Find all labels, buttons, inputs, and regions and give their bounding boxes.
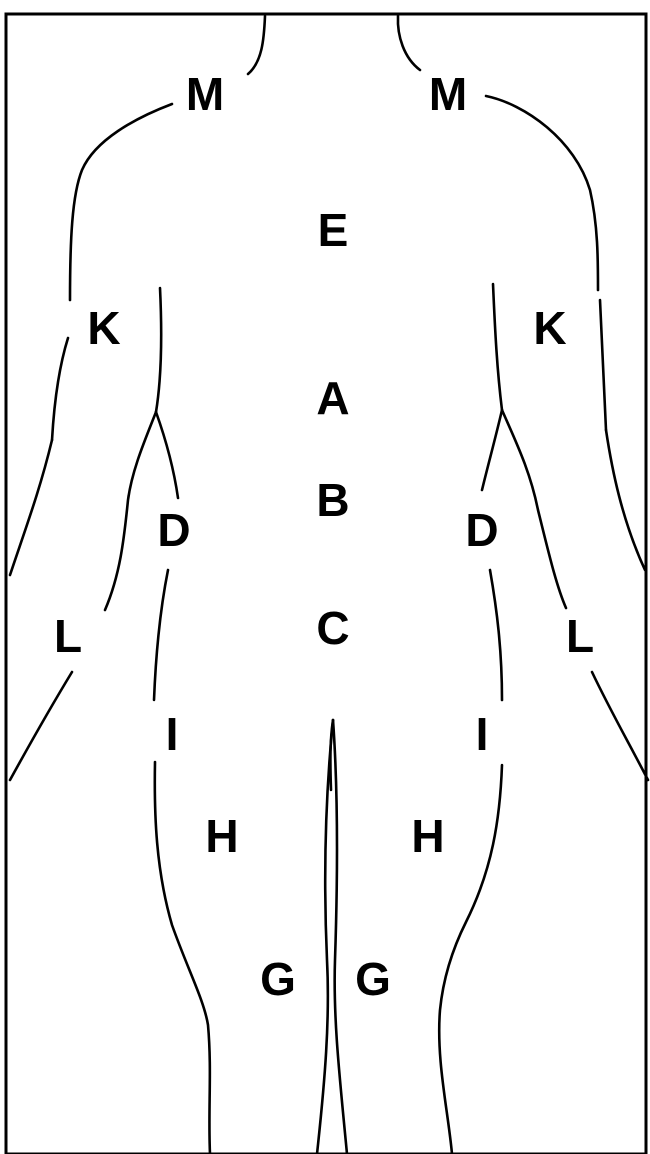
right-hip-line	[490, 570, 502, 700]
label-g-right: G	[355, 953, 391, 1005]
label-d-left: D	[157, 504, 190, 556]
label-m-left: M	[186, 68, 224, 120]
left-hip-line	[154, 570, 168, 700]
label-d-right: D	[465, 504, 498, 556]
label-m-right: M	[429, 68, 467, 120]
label-i-left: I	[166, 708, 179, 760]
left-outer-leg-line	[155, 762, 210, 1154]
diagram-frame	[6, 14, 646, 1154]
crotch-line	[330, 720, 333, 790]
right-forearm-outer	[606, 430, 645, 570]
label-i-right: I	[476, 708, 489, 760]
label-h-right: H	[411, 810, 444, 862]
label-h-left: H	[205, 810, 238, 862]
right-inner-leg-line	[333, 720, 347, 1154]
right-inner-arm-line	[502, 410, 566, 608]
left-inner-arm-line	[105, 412, 156, 610]
left-flank-upper	[156, 412, 178, 498]
left-hand-outer	[10, 672, 72, 780]
neck-right-line	[398, 16, 420, 70]
label-g-left: G	[260, 953, 296, 1005]
label-l-right: L	[566, 610, 594, 662]
neck-left-line	[248, 16, 265, 74]
body-outline	[10, 16, 648, 1154]
left-shoulder-line	[70, 104, 172, 300]
right-hand-outer	[592, 672, 648, 780]
label-k-left: K	[87, 302, 120, 354]
label-l-left: L	[54, 610, 82, 662]
right-armpit-line	[493, 284, 502, 410]
left-forearm-outer	[10, 440, 52, 575]
right-outer-leg-line	[439, 765, 502, 1154]
left-armpit-line	[156, 288, 161, 412]
label-b: B	[316, 474, 349, 526]
right-flank-upper	[482, 410, 502, 490]
label-a: A	[316, 372, 349, 424]
label-k-right: K	[533, 302, 566, 354]
right-shoulder-line	[486, 96, 598, 290]
left-upper-arm-outer	[52, 338, 68, 440]
label-e: E	[318, 204, 349, 256]
right-upper-arm-outer	[600, 300, 606, 430]
label-c: C	[316, 602, 349, 654]
